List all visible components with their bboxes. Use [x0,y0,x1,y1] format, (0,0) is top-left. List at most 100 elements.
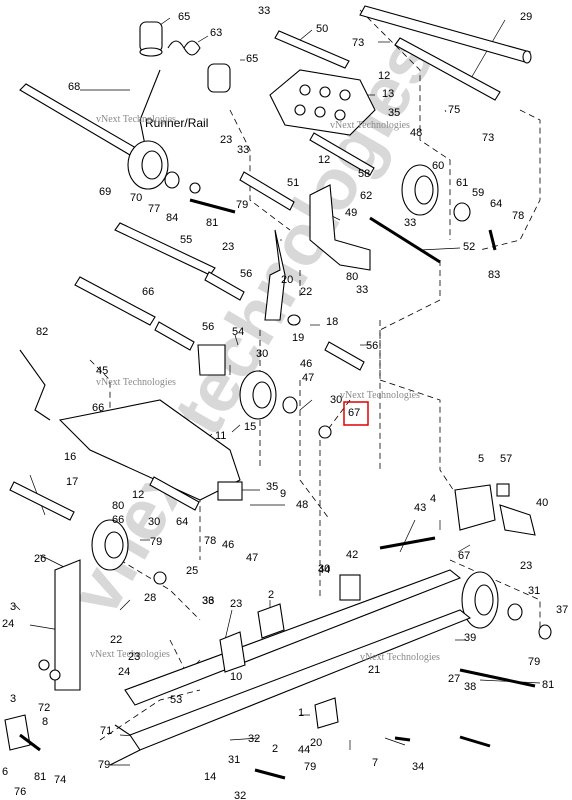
bracket-49 [309,184,371,271]
parts-shapes [4,5,552,780]
spacer-67 [318,425,332,439]
part-label-78: 78 [204,535,216,547]
part-label-32: 32 [234,790,246,800]
part-label-79: 79 [236,199,248,211]
part-label-67: 67 [458,550,470,562]
bracket-26 [339,574,361,601]
part-label-79: 79 [150,536,162,548]
part-label-37: 37 [556,604,568,616]
part-label-47: 47 [246,552,258,564]
leader-lines [89,9,541,741]
part-label-13: 13 [382,88,394,100]
part-label-31: 31 [228,754,240,766]
shaft-51 [239,171,295,211]
part-label-33: 33 [202,595,214,607]
part-label-55: 55 [180,234,192,246]
part-label-20: 20 [281,274,293,286]
part-label-31: 31 [2,0,14,3]
part-label-64: 64 [176,516,188,528]
part-label-42: 42 [346,549,358,561]
part-label-47: 47 [302,372,314,384]
part-label-23: 23 [220,134,232,146]
part-label-34: 34 [412,761,424,773]
spring-45 [19,349,51,421]
watermark-4: vNext Technologies [340,390,420,401]
part-label-75: 75 [448,104,460,116]
part-label-23: 23 [128,651,140,663]
part-label-31: 31 [528,585,540,597]
part-label-39: 39 [464,632,476,644]
bracket-35 [217,481,243,501]
part-label-23: 23 [230,598,242,610]
part-label-38: 38 [464,681,476,693]
diagram-title: Runner/Rail [145,116,208,130]
part-label-62: 62 [360,190,372,202]
bracket-54 [197,344,226,376]
bracket-2-lower [314,697,339,729]
bracket-4 [454,484,496,531]
part-label-12: 12 [318,154,330,166]
bracket-40 [499,504,536,536]
part-label-66: 66 [142,286,154,298]
part-label-15: 15 [244,421,256,433]
watermarks: vNext Technologies vNext Technologies vN… [90,114,440,663]
part-label-49: 49 [345,207,357,219]
part-label-23: 23 [222,241,234,253]
part-label-56: 56 [240,268,252,280]
part-label-27: 27 [448,673,460,685]
part-label-2: 2 [272,743,278,755]
part-label-5: 5 [478,453,484,465]
part-label-17: 17 [66,476,78,488]
part-label-73: 73 [352,37,364,49]
part-label-81: 81 [34,771,46,783]
part-label-69: 69 [99,186,111,198]
part-label-30: 30 [256,348,268,360]
part-label-35: 35 [388,107,400,119]
part-label-81: 81 [206,217,218,229]
part-label-48: 48 [296,499,308,511]
part-label-25: 25 [186,565,198,577]
part-label-79: 79 [528,656,540,668]
part-label-36: 36 [202,595,214,607]
rail-1 [129,609,472,751]
part-label-52: 52 [463,241,475,253]
watermark-6: vNext Technologies [360,652,440,663]
watermark-1: vNext Technologies [96,114,176,125]
part-label-19: 19 [292,332,304,344]
part-label-61: 61 [456,177,468,189]
frame-25 [54,559,81,691]
part-label-9: 9 [280,488,286,500]
part-label-76: 76 [14,786,26,798]
shaft-66 [74,276,156,326]
part-label-20: 20 [310,737,322,749]
part-label-68: 68 [68,81,80,93]
part-label-12: 12 [378,70,390,82]
part-label-23: 23 [520,560,532,572]
part-label-18: 18 [326,316,338,328]
part-label-79: 79 [98,759,110,771]
part-label-33: 33 [237,144,249,156]
part-label-64: 64 [490,198,502,210]
part-label-46: 46 [300,358,312,370]
bracket-71 [4,714,31,751]
part-label-48: 48 [410,127,422,139]
part-label-45: 45 [96,365,108,377]
part-label-83: 83 [488,269,500,281]
part-label-3: 3 [10,601,16,613]
shaft-50 [274,30,350,69]
part-label-33: 33 [258,5,270,17]
part-label-63: 63 [210,27,222,39]
shaft-58 [309,132,375,176]
bracket-21 [219,631,246,673]
part-label-70: 70 [130,192,142,204]
part-label-82: 82 [36,326,48,338]
part-label-7: 7 [372,757,378,769]
part-label-65: 65 [246,53,258,65]
part-label-51: 51 [287,177,299,189]
part-label-30: 30 [330,394,342,406]
part-label-71: 71 [100,725,112,737]
part-label-28: 28 [144,592,156,604]
bracket-3 [257,603,285,639]
